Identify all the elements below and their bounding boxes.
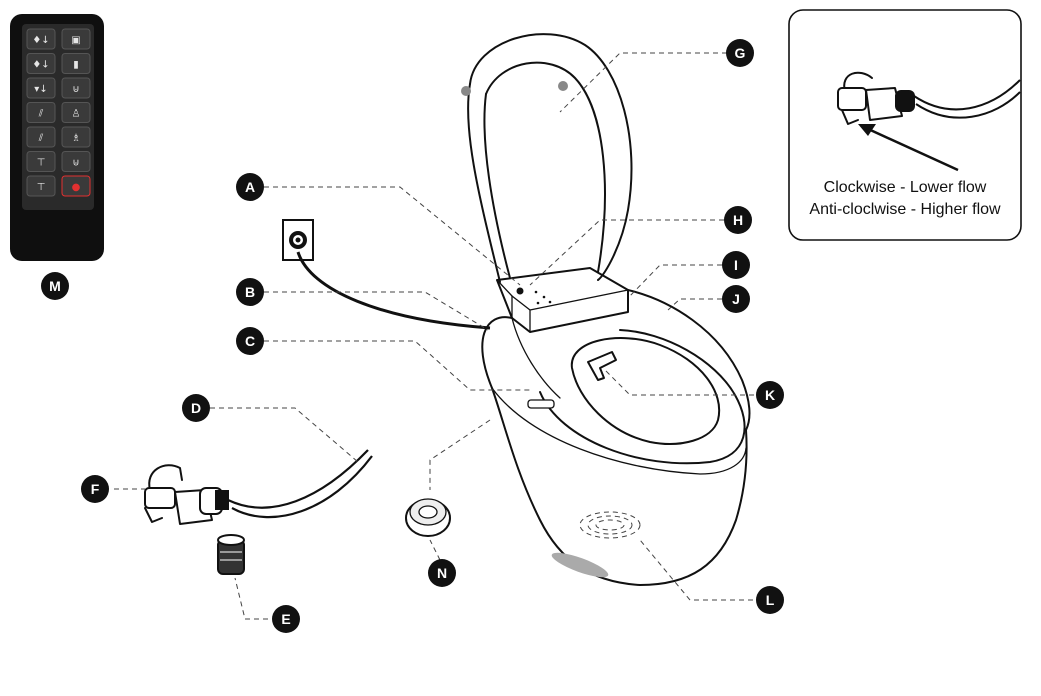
callout-circle [756,381,784,409]
callout-m: M [41,272,69,300]
callout-letter: M [49,278,61,294]
callout-c: C [236,327,264,355]
svg-text:♙: ♙ [72,109,81,120]
svg-text:▣: ▣ [71,35,80,46]
inset-note-line2: Anti-cloclwise - Higher flow [809,201,1001,218]
callout-d: D [182,394,210,422]
nozzle-icon[interactable]: ▮ [61,53,91,74]
svg-text:⫽: ⫽ [38,109,44,120]
callout-badges: A B C D E F G H I J K L M N [41,39,784,633]
svg-text:●: ● [72,182,81,193]
callout-l: L [756,586,784,614]
bowl-flush-icon[interactable]: ⊍ [61,151,91,172]
svg-text:⊤: ⊤ [37,182,46,193]
svg-text:⊍: ⊍ [72,158,79,169]
callout-k: K [756,381,784,409]
callout-letter: K [765,387,775,403]
callout-letter: H [733,212,743,228]
power-icon[interactable]: ● [61,175,91,197]
svg-text:⫽: ⫽ [38,133,44,144]
callout-circle [726,39,754,67]
wash-right-icon[interactable]: ⫽ [26,126,56,148]
callout-a: A [236,173,264,201]
callout-circle [722,285,750,313]
callout-circle [236,173,264,201]
callout-letter: L [766,592,775,608]
callout-circle [756,586,784,614]
temp-low-icon[interactable]: ⊤ [26,151,56,172]
callout-letter: N [437,565,447,581]
flow-adjust-inset: Clockwise - Lower flow Anti-cloclwise - … [788,9,1022,241]
bowl-icon[interactable]: ⊍ [61,77,91,99]
svg-text:▮: ▮ [73,60,79,71]
callout-letter: F [91,481,100,497]
callout-circle [272,605,300,633]
power-socket [282,219,314,261]
callout-circle [724,206,752,234]
leader-lines [114,52,754,620]
svg-text:⊍: ⊍ [72,84,79,95]
callout-letter: G [735,45,746,61]
callout-letter: A [245,179,255,195]
water-drop-down-icon[interactable]: ♦↓ [26,28,56,50]
inset-note-line1: Clockwise - Lower flow [824,179,987,196]
hose-filter [217,534,245,575]
svg-text:♦↓: ♦↓ [32,35,49,46]
callout-letter: J [732,291,740,307]
person-sit-icon[interactable]: ♙ [61,102,91,123]
toilet-seat-icon[interactable]: ▣ [61,28,91,50]
callout-circle [722,251,750,279]
seat-down-icon[interactable]: ▾↓ [26,77,56,99]
svg-text:▾↓: ▾↓ [34,84,47,95]
smart-toilet [461,33,751,586]
wash-left-icon[interactable]: ⫽ [26,102,56,123]
power-cable [296,251,491,330]
svg-text:♗: ♗ [72,133,81,144]
callout-circle [81,475,109,503]
person-stand-icon[interactable]: ♗ [61,126,91,148]
callout-h: H [724,206,752,234]
callout-g: G [726,39,754,67]
svg-text:♦↓: ♦↓ [32,60,49,71]
callout-e: E [272,605,300,633]
spray-down-icon[interactable]: ♦↓ [26,53,56,74]
callout-letter: B [245,284,255,300]
callout-circle [428,559,456,587]
callout-n: N [428,559,456,587]
callout-circle [236,278,264,306]
callout-circle [182,394,210,422]
remote-control: ♦↓ ▣ ♦↓ ▮ ▾↓ ⊍ ⫽ ♙ ⫽ ♗ ⊤ ⊍ ⊤ ● [10,14,104,261]
callout-letter: I [734,257,738,273]
svg-text:⊤: ⊤ [37,158,46,169]
callout-j: J [722,285,750,313]
callout-letter: C [245,333,255,349]
callout-letter: D [191,400,201,416]
angle-valve [144,464,229,525]
callout-b: B [236,278,264,306]
callout-circle [236,327,264,355]
callout-circle [41,272,69,300]
filter-cap [405,498,451,537]
callout-letter: E [281,611,290,627]
callout-f: F [81,475,109,503]
temp-mid-icon[interactable]: ⊤ [26,175,56,197]
callout-i: I [722,251,750,279]
water-hose [227,449,369,509]
